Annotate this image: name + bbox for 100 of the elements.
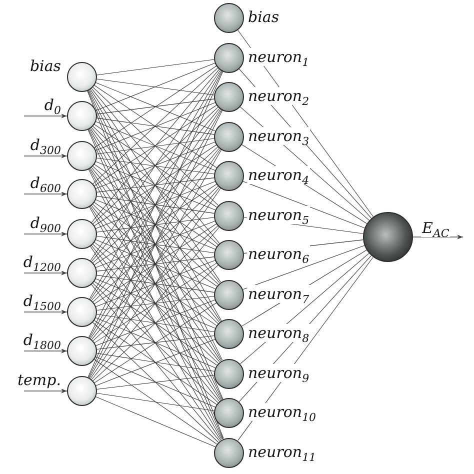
connection-line [96, 158, 214, 174]
neuron-circle [67, 101, 97, 131]
input-arrow [24, 154, 68, 158]
input-arrow [24, 192, 68, 196]
neuron-circle [214, 358, 244, 388]
connection-line [90, 70, 221, 261]
connection-line [89, 168, 222, 400]
connection-line [96, 318, 216, 368]
node-label: d$_{1800}$ [22, 331, 62, 349]
connection-line [96, 314, 214, 332]
connection-line [94, 262, 217, 344]
connection-line [96, 278, 216, 329]
node-label: d$_{0}$ [43, 96, 62, 114]
connection-line [89, 149, 222, 378]
connection-line [91, 68, 220, 223]
connection-line [89, 206, 222, 440]
connection-line [96, 296, 214, 310]
neuron-circle [214, 438, 244, 468]
connection-line [96, 236, 214, 254]
input-arrow [24, 348, 68, 354]
connection-line [90, 89, 221, 282]
neuron-circle [363, 212, 413, 262]
input-arrow [412, 234, 464, 240]
neuron-circle [214, 82, 244, 112]
connection-line [92, 225, 218, 342]
connection-line [94, 302, 217, 384]
connection-line [92, 204, 218, 324]
connection-line [96, 138, 214, 154]
connection-line [92, 67, 218, 184]
connection-line [96, 118, 214, 135]
input-arrow [24, 232, 68, 236]
connection-line [92, 322, 218, 442]
neuron-circle [67, 62, 97, 92]
node-label: d$_{300}$ [29, 136, 62, 154]
connection-line [91, 88, 220, 244]
input-arrow [24, 270, 68, 276]
node-label: d$_{600}$ [29, 174, 62, 192]
neuron-circle [214, 240, 244, 270]
connection-line [94, 202, 217, 286]
neuron-circle [67, 179, 97, 209]
connection-line [96, 356, 216, 408]
connection-line [96, 239, 216, 290]
connection-line [96, 178, 214, 192]
connection-line [91, 108, 220, 262]
connection-line [96, 217, 214, 232]
connection-line [94, 184, 217, 266]
connection-line [91, 245, 220, 402]
connection-line [94, 144, 217, 226]
connection-line [96, 396, 216, 447]
connection-line [96, 274, 214, 293]
node-label: neuron$_{2}$ [247, 87, 310, 105]
connection-line [96, 142, 216, 189]
connection-line [90, 148, 221, 339]
neuron-circle [67, 258, 97, 288]
connection-line [96, 353, 214, 372]
connection-line [96, 220, 216, 268]
connection-line [90, 246, 221, 440]
connection-line [92, 186, 218, 302]
connection-line [90, 206, 221, 401]
node-label: neuron$_{10}$ [247, 403, 318, 421]
connection-line [91, 205, 220, 362]
connection-line [94, 281, 217, 366]
connection-line [90, 188, 221, 379]
connection-line [94, 223, 217, 304]
neuron-circle [214, 3, 244, 33]
connection-line [91, 127, 220, 284]
connection-line [92, 87, 218, 206]
connection-line [96, 300, 216, 346]
neuron-circle [67, 376, 97, 406]
neuron-circle [67, 219, 97, 249]
input-arrow [24, 388, 68, 394]
node-label: neuron$_{3}$ [247, 126, 310, 144]
neuron-circle [214, 319, 244, 349]
connection-line [94, 66, 217, 148]
connection-line [91, 187, 220, 340]
connection-line [92, 244, 218, 364]
node-label: neuron$_{7}$ [247, 284, 310, 302]
connection-line [96, 98, 214, 114]
connection-line [96, 335, 214, 350]
connection-line [94, 104, 217, 186]
connection-line [90, 109, 221, 300]
input-arrow [24, 310, 68, 314]
connection-line [91, 226, 220, 380]
connection-line [94, 359, 217, 444]
connection-line [96, 102, 216, 151]
connection-line [90, 128, 221, 322]
neuron-circle [67, 297, 97, 327]
connection-line [90, 168, 221, 362]
neuron-circle [214, 42, 244, 72]
connection-line [89, 70, 222, 300]
connection-line [91, 167, 220, 323]
node-label: neuron$_{9}$ [247, 364, 310, 382]
input-arrow [24, 114, 68, 118]
connection-line [96, 59, 214, 76]
neuron-circle [214, 280, 244, 310]
connection-line [92, 106, 218, 224]
connection-line [92, 146, 218, 264]
node-label: neuron$_{5}$ [247, 206, 310, 224]
connection-line [96, 375, 214, 390]
connection-line [96, 78, 214, 96]
